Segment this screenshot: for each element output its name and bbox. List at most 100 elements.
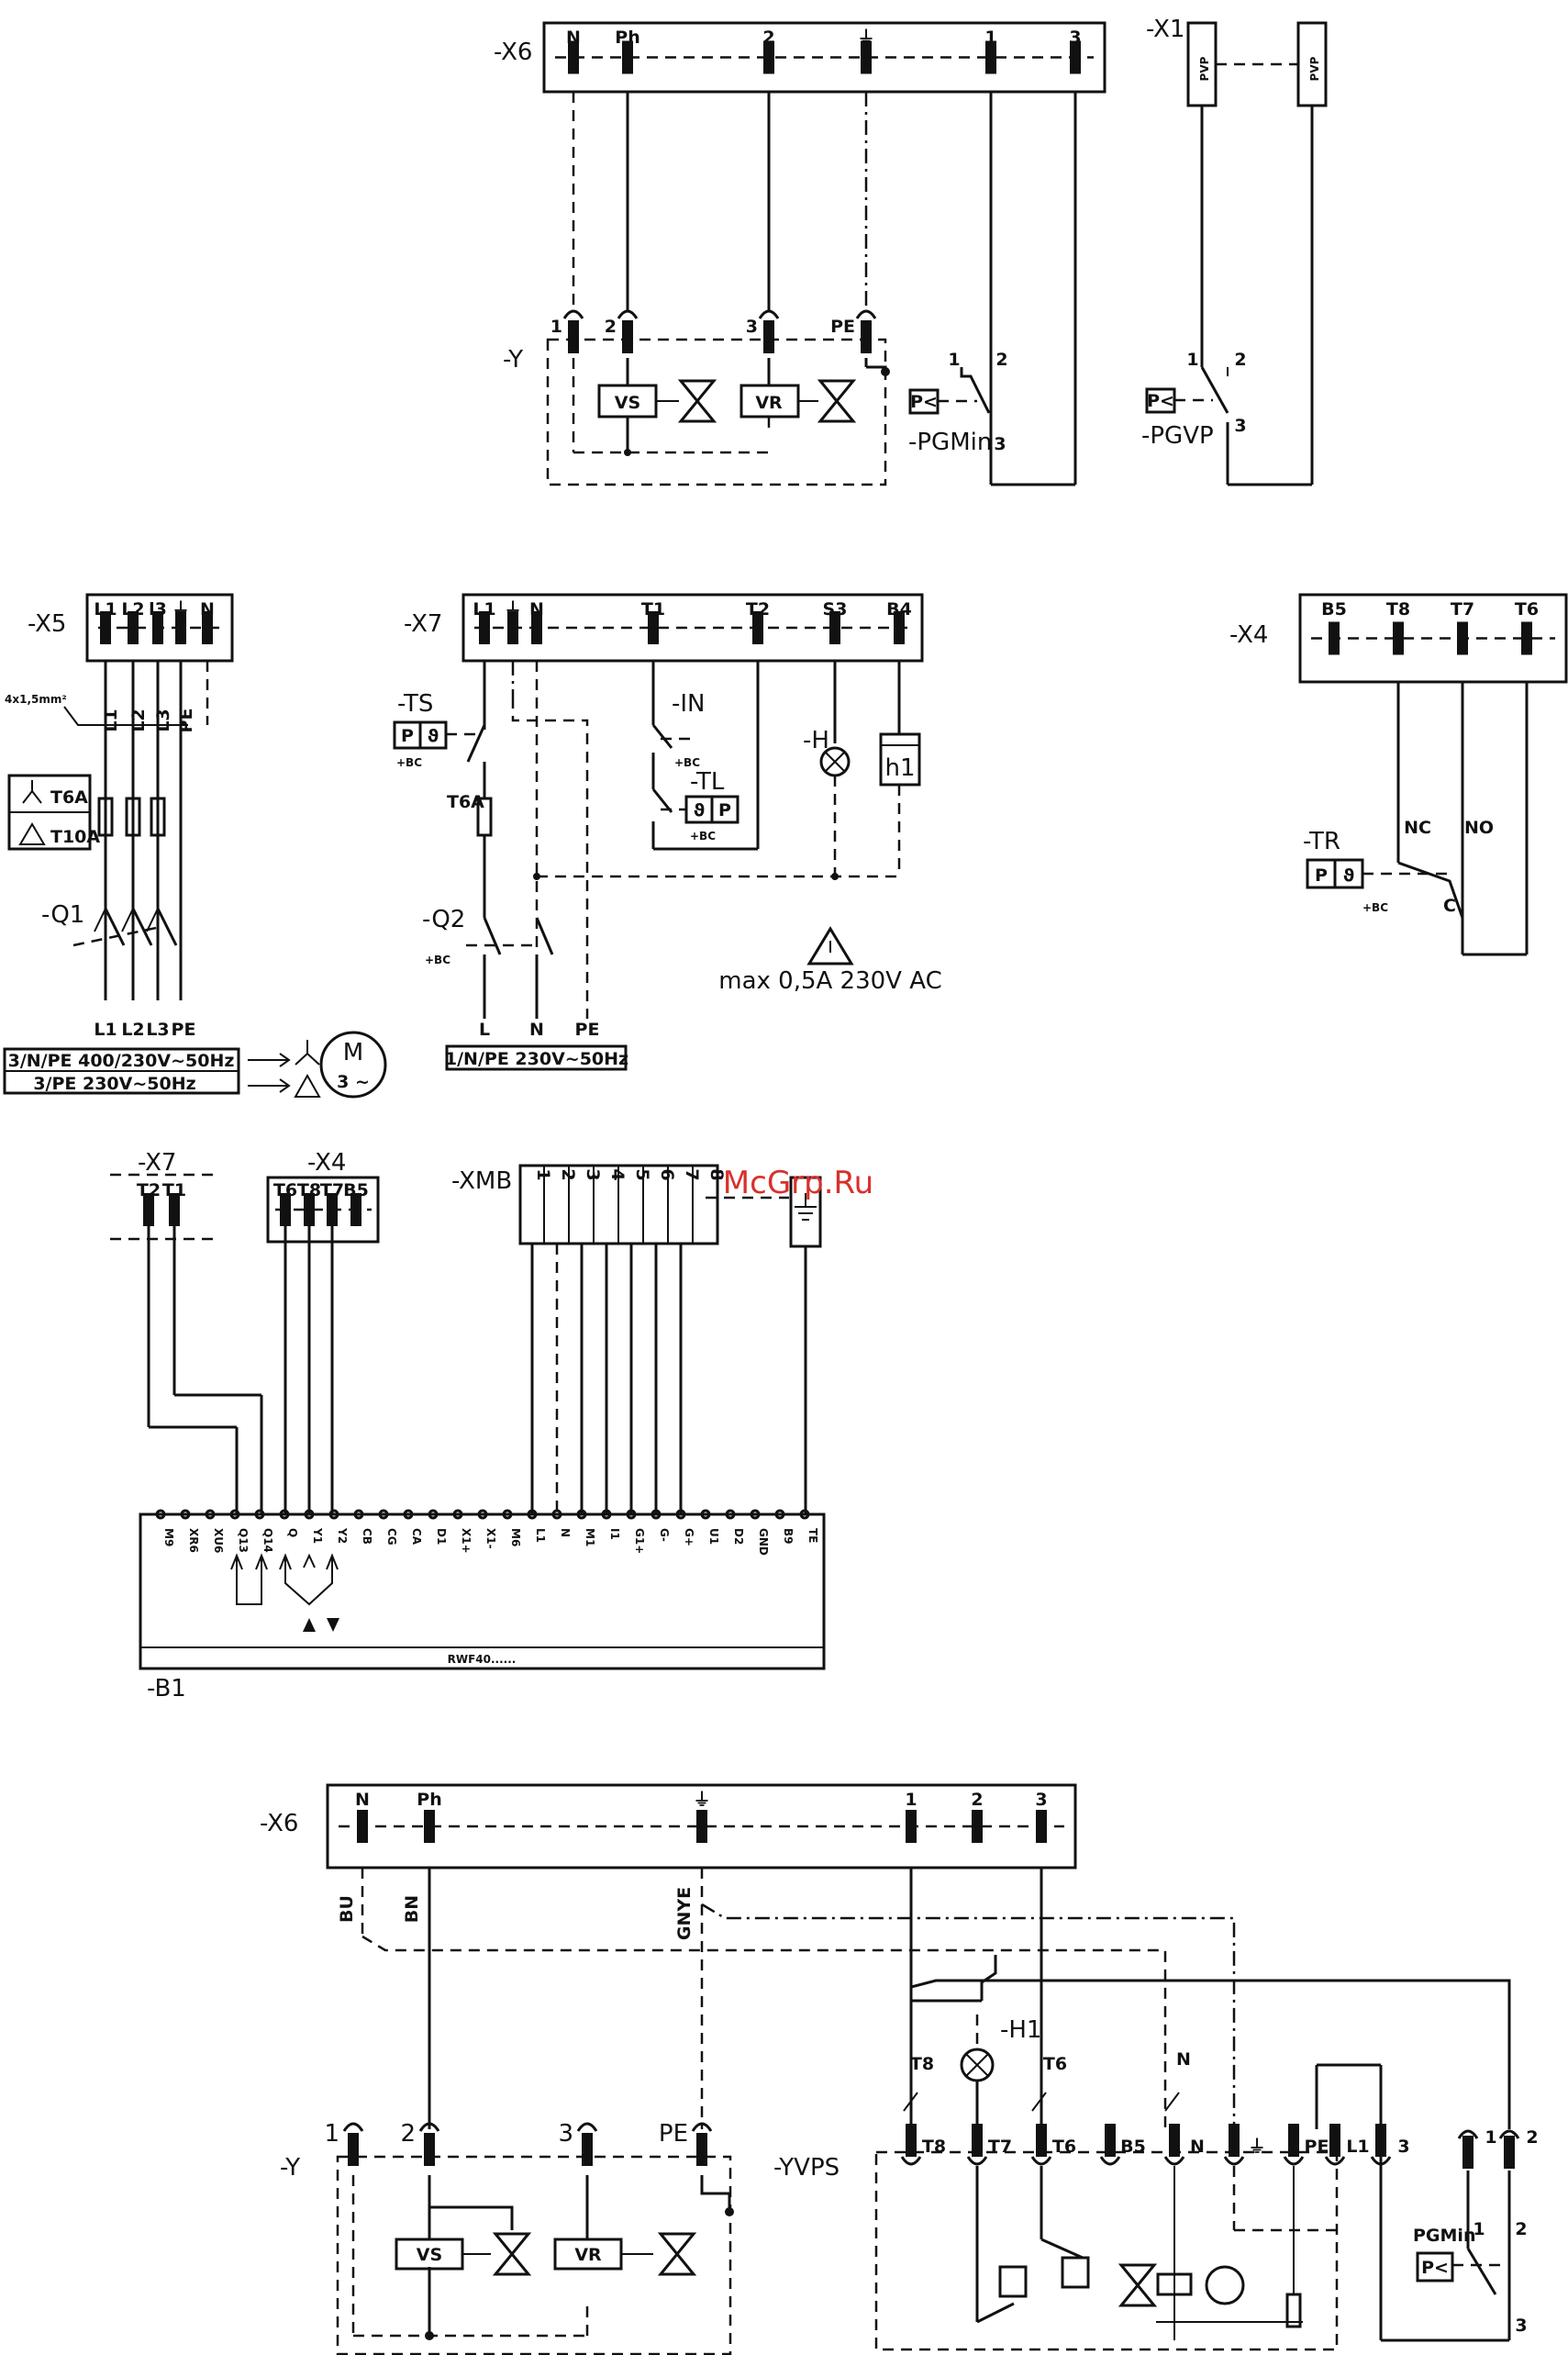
x6-b-strip-term-label: N [355, 1790, 370, 1810]
yvps-term-label: B5 [1120, 2137, 1146, 2157]
junction-dot [725, 2207, 734, 2216]
plug-symbol [418, 2122, 440, 2132]
yvps-term-label: ⏚ [1248, 2137, 1265, 2157]
motor-label: M [343, 1039, 363, 1066]
plug-symbol [576, 2122, 598, 2132]
y-label: -Y [503, 346, 523, 374]
wire-line [104, 908, 126, 946]
watermark-text: McGrp.Ru [723, 1165, 873, 1201]
plug-terminal [622, 320, 633, 353]
solenoid [1156, 2272, 1193, 2296]
pgmin-b-pin: 3 [1515, 2316, 1527, 2336]
plug-terminal [348, 2133, 359, 2166]
junction-dot [831, 873, 839, 880]
b1-term-label: U1 [707, 1528, 720, 1545]
b1-term-label: B9 [782, 1528, 795, 1545]
wire-line [511, 698, 589, 1019]
terminal [304, 1193, 315, 1226]
wire-line [976, 2302, 1015, 2324]
x7-strip-terminal [648, 611, 659, 644]
x6-label: -X6 [494, 39, 532, 66]
x7-out-label: N [529, 1020, 544, 1040]
b1-term-label: Y2 [336, 1527, 349, 1544]
tr-c: C [1443, 896, 1456, 916]
supply-label: 3/PE 230V~50Hz [33, 1074, 195, 1094]
yvps-terminal [972, 2124, 983, 2157]
wire-tag: T6 [1043, 2054, 1067, 2074]
x5-strip-term-label: N [200, 599, 215, 619]
yvps-socket [1099, 2156, 1121, 2166]
x6-b-strip-terminal [972, 1810, 983, 1843]
yvps-terminal [1229, 2124, 1240, 2157]
b1-term-label: XU6 [212, 1528, 225, 1553]
valve-symbol [657, 2232, 697, 2276]
x6-b-strip-terminal [424, 1810, 435, 1843]
controller-terminal [651, 1509, 662, 1520]
b1-term-label: G- [658, 1528, 671, 1542]
wire-line [121, 908, 134, 932]
x6-b-strip-term-label: ⏚ [693, 1790, 710, 1810]
x5-strip-term-label: ⏚ [172, 599, 189, 619]
controller-terminal [527, 1509, 538, 1520]
delta-icon [294, 1073, 321, 1098]
tr-box-label: ϑ [1343, 865, 1355, 886]
b1-term-label: I1 [608, 1528, 621, 1540]
x6-strip-term-label: 2 [762, 28, 774, 48]
fuse [125, 797, 141, 837]
x4-strip-term-label: T8 [1386, 599, 1410, 619]
b1-term-label: N [559, 1528, 572, 1537]
b1-term-label: G1+ [633, 1528, 646, 1554]
wire-label: PE [176, 709, 196, 733]
wire-color: BU [337, 1895, 357, 1923]
cable-pointer [63, 706, 188, 726]
x4-b-strip [266, 1176, 380, 1244]
x6-strip-terminal [763, 40, 774, 74]
x7-strip-term-label: ⏚ [504, 599, 521, 619]
junction-dot [533, 873, 540, 880]
x6-strip-terminal [622, 40, 633, 74]
tr-no: NO [1464, 818, 1494, 838]
wire-line [535, 917, 554, 955]
x7-strip-terminal [752, 611, 763, 644]
controller-terminal [403, 1509, 414, 1520]
wire-line [909, 1979, 1511, 2129]
controller-terminal [428, 1509, 439, 1520]
yvps-label: -YVPS [773, 2154, 840, 2182]
cable-label: 4x1,5mm² [5, 693, 67, 706]
pgmin-b-pin: 2 [1526, 2127, 1538, 2148]
fuse [97, 797, 114, 837]
wire-line [1200, 366, 1229, 414]
x7-strip [462, 593, 924, 663]
xmb-term: 8 [706, 1168, 727, 1180]
yvps-terminal [906, 2124, 917, 2157]
pgmin-pin: 2 [995, 350, 1007, 370]
x7-b-term: T1 [162, 1180, 186, 1200]
yvps-housing [874, 2150, 1339, 2351]
b1-controller [139, 1512, 826, 1670]
b1-term-label: X1- [484, 1528, 497, 1549]
wire-line [156, 908, 178, 946]
x5-strip-terminal [175, 611, 186, 644]
pgmin-label: -PGMin [908, 429, 992, 456]
q1-label: -Q1 [41, 901, 84, 929]
lamp-cross [965, 2053, 989, 2077]
ts-box-label: ϑ [428, 726, 439, 746]
x5-strip-term-label: L1 [94, 599, 117, 619]
plug-symbol [1498, 2129, 1520, 2139]
terminal [169, 1193, 180, 1226]
x4-strip [1298, 593, 1568, 684]
relay-coil [1061, 2256, 1090, 2289]
tr-nc: NC [1404, 818, 1431, 838]
star-icon [22, 780, 42, 804]
valve-symbol [1118, 2263, 1158, 2307]
y-b-pin-label: 2 [400, 2120, 416, 2148]
x7-out-label: PE [575, 1020, 600, 1040]
wire-label: L3 [153, 709, 173, 731]
x6-strip-term-label: N [566, 28, 581, 48]
x6-strip-terminal [1070, 40, 1081, 74]
controller-terminal [279, 1509, 290, 1520]
plug-terminal [763, 320, 774, 353]
wire-line [1040, 2238, 1084, 2260]
controller-terminal [725, 1509, 736, 1520]
